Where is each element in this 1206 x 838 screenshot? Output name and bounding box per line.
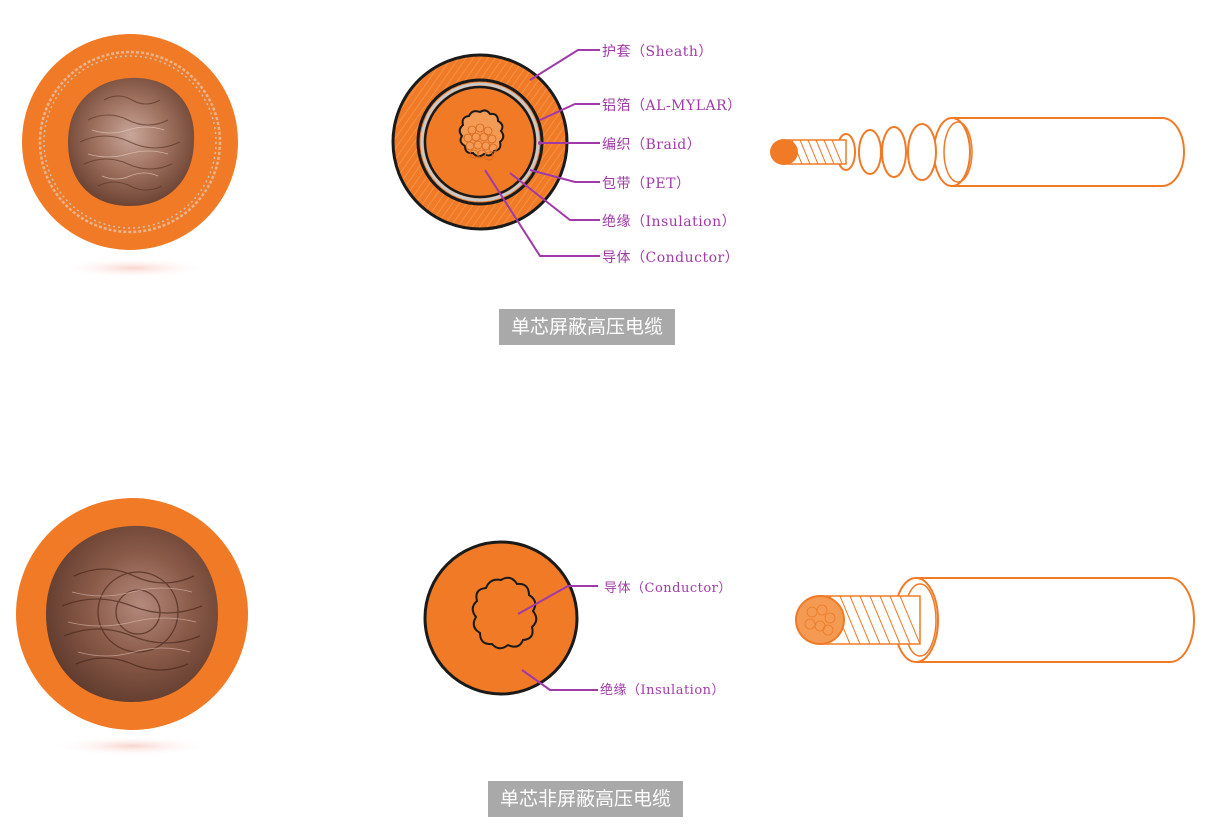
conductor-core [471,576,538,650]
side-layer-ring [858,129,882,175]
unshielded-cable-side-view [795,577,1195,663]
side-insulation [915,577,1195,663]
label-conductor: 导体（Conductor） [602,250,739,266]
shielded-caption: 单芯屏蔽高压电缆 [499,309,676,345]
label-al-mylar: 铝箔（AL-MYLAR） [602,98,742,114]
label-braid: 编织（Braid） [602,137,701,153]
label-sheath: 护套（Sheath） [602,44,713,60]
unshielded-cross-section-diagram: 导体（Conductor） 绝缘（Insulation） [423,540,732,698]
side-conductor-end [770,139,798,165]
side-sheath [951,117,1185,187]
side-layer-ring [881,126,907,178]
shielded-cable-side-view [770,117,1185,187]
braid-layer [420,82,540,202]
conductor-core [458,109,505,158]
shielded-cross-section-diagram: 护套（Sheath） 铝箔（AL-MYLAR） 编织（Braid） 包带（PET… [391,44,742,266]
label-insulation: 绝缘（Insulation） [602,214,736,230]
unshielded-caption: 单芯非屏蔽高压电缆 [488,781,684,817]
conductor-strands [463,123,498,161]
label-insulation: 绝缘（Insulation） [600,682,725,698]
label-conductor: 导体（Conductor） [604,581,732,596]
callout-lines [484,49,600,257]
shielded-cable-photo [22,34,238,278]
label-pet: 包带（PET） [602,176,690,192]
side-conductor-end [795,595,845,645]
side-layer-ring [907,123,937,181]
callout-lines [517,585,598,691]
unshielded-cable-photo [16,498,248,756]
shielded-cable-panel: 护套（Sheath） 铝箔（AL-MYLAR） 编织（Braid） 包带（PET… [0,0,1206,400]
unshielded-cable-panel: 导体（Conductor） 绝缘（Insulation） 单芯非屏蔽高压电缆 [0,400,1206,838]
